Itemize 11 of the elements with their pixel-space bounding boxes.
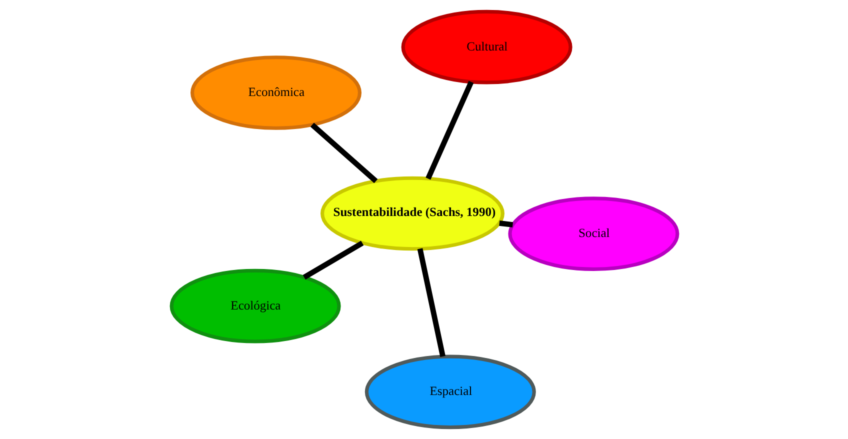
connector [498, 220, 513, 228]
node-ellipse: Ecológica [169, 268, 340, 344]
connector [416, 248, 445, 357]
connector [310, 122, 378, 184]
node-ellipse: Sustentabilidade (Sachs, 1990) [320, 176, 504, 251]
node-ellipse: Econômica [190, 56, 362, 130]
node-ellipse: Cultural [400, 10, 572, 84]
connector [302, 240, 364, 280]
node-ellipse: Espacial [364, 354, 536, 430]
node-ellipse: Social [508, 196, 679, 271]
connector [425, 80, 474, 180]
